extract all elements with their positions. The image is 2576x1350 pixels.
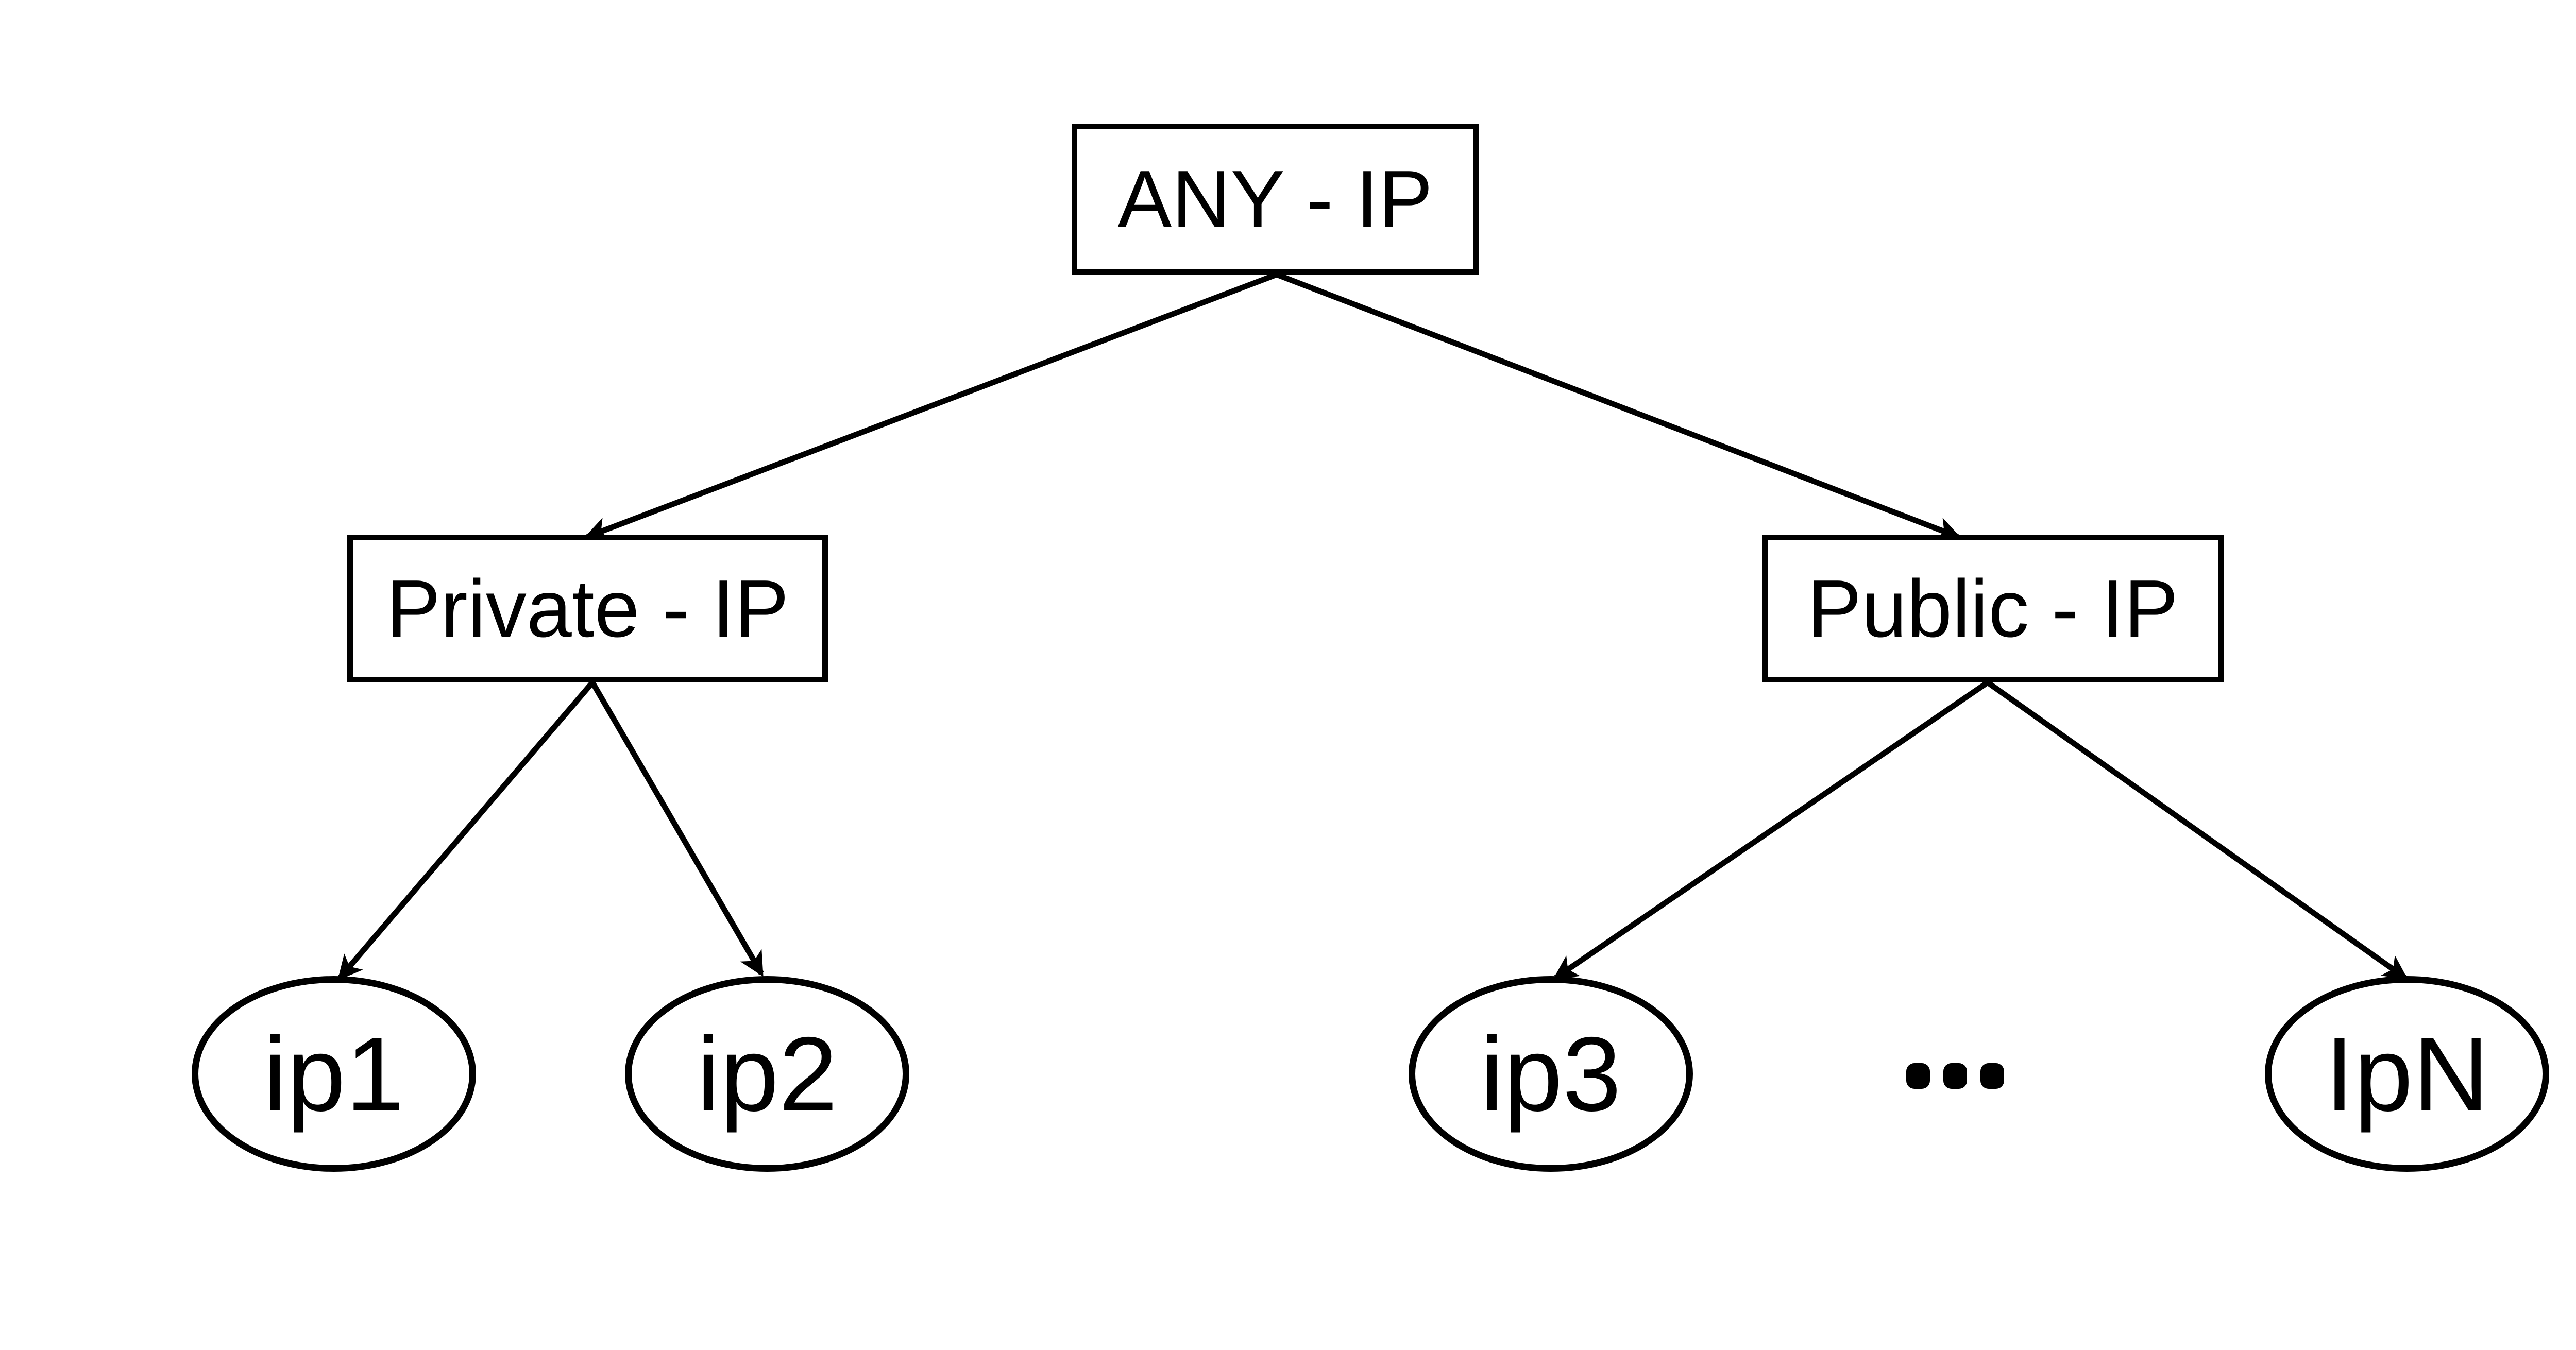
node-any-ip: ANY - IP <box>1072 124 1479 275</box>
edge-any-ip-to-private-ip <box>584 271 1278 541</box>
edge-any-ip-to-public-ip <box>1276 271 1961 541</box>
node-private-ip-label: Private - IP <box>386 563 789 654</box>
node-ip3-label: ip3 <box>1480 1015 1621 1133</box>
ellipsis-dot <box>1980 1063 2004 1089</box>
edge-public-ip-to-ipn <box>1986 680 2408 980</box>
node-any-ip-label: ANY - IP <box>1117 153 1433 245</box>
edge-private-ip-to-ip1 <box>337 680 595 981</box>
node-ipn-label: IpN <box>2325 1015 2489 1133</box>
node-ipn: IpN <box>2265 976 2549 1172</box>
node-private-ip: Private - IP <box>347 535 828 682</box>
ellipsis-dot <box>1906 1063 1930 1089</box>
node-ip1: ip1 <box>192 976 476 1172</box>
node-ip3: ip3 <box>1409 976 1693 1172</box>
node-ip2: ip2 <box>625 976 909 1172</box>
edge-private-ip-to-ip2 <box>590 681 764 977</box>
node-public-ip: Public - IP <box>1762 535 2224 682</box>
node-ip2-label: ip2 <box>697 1015 838 1133</box>
node-ip1-label: ip1 <box>263 1015 404 1133</box>
ellipsis-dot <box>1943 1063 1967 1089</box>
edge-public-ip-to-ip3 <box>1553 680 1990 980</box>
node-public-ip-label: Public - IP <box>1807 563 2179 654</box>
ellipsis-dots <box>1906 1063 2004 1089</box>
